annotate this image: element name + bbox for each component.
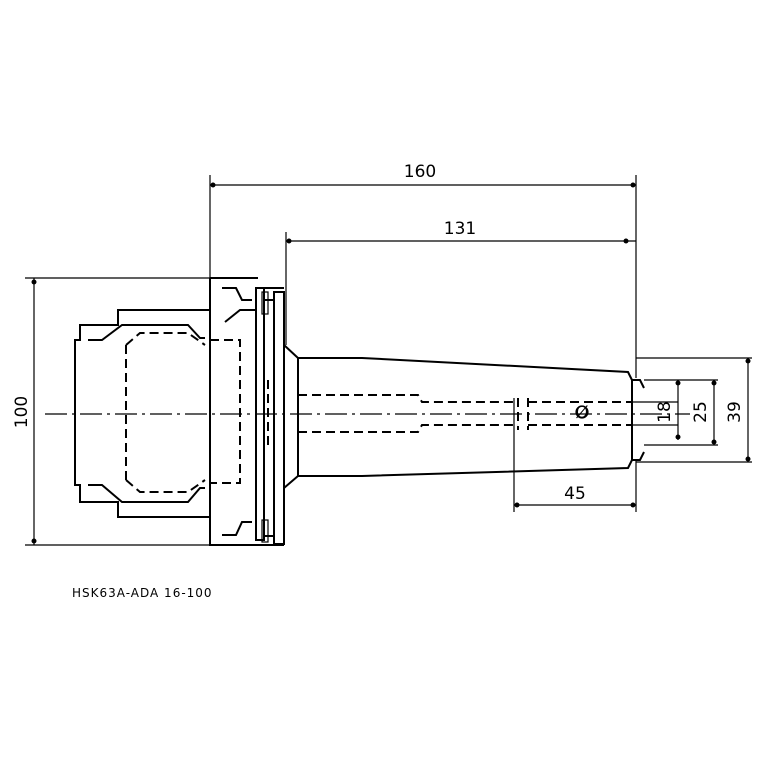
- flange: [255, 287, 285, 546]
- dimension-bore-length: 45: [513, 398, 637, 512]
- shank-outline: [74, 277, 258, 546]
- dimension-gauge-length: 131: [285, 219, 636, 345]
- center-mark-label: Ø: [575, 403, 588, 423]
- dimension-flange-diameter: 100: [12, 277, 210, 546]
- dimension-bore-diameter: 18: [632, 380, 681, 440]
- nose-body: [283, 344, 645, 489]
- dimension-nose-diameter: 39: [636, 357, 752, 463]
- flange-diameter-label: 100: [12, 396, 32, 428]
- part-number-note: HSK63A-ADA 16-100: [72, 586, 213, 600]
- gauge-length-label: 131: [444, 219, 476, 239]
- dimension-collar-diameter: 25: [644, 379, 718, 446]
- bore-diameter-label: 18: [655, 401, 675, 423]
- nose-diameter-label: 39: [725, 401, 745, 423]
- dimension-overall-length: 160: [209, 162, 637, 378]
- overall-length-label: 160: [404, 162, 436, 182]
- collar-diameter-label: 25: [691, 401, 711, 423]
- bore-length-label: 45: [564, 484, 586, 504]
